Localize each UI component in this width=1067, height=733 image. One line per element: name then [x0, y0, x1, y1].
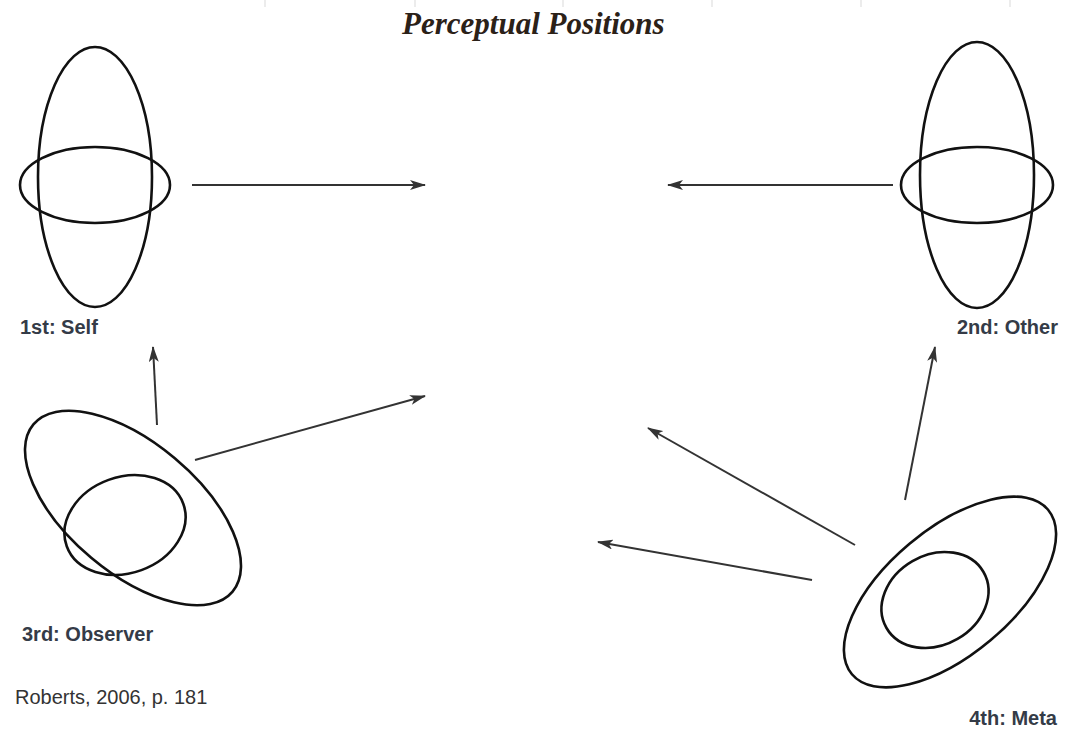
head-ellipse: [50, 459, 199, 592]
head-ellipse: [38, 47, 152, 307]
position-label: 2nd: Other: [957, 315, 1058, 339]
grid-ticks: [265, 0, 1010, 7]
gaze-arrow: [598, 542, 812, 580]
diagram-title: Perceptual Positions: [402, 6, 665, 42]
head-ellipse: [920, 42, 1034, 308]
position-label: 3rd: Observer: [22, 622, 153, 646]
gaze-arrow: [648, 428, 855, 545]
gaze-arrow: [192, 184, 425, 186]
head-figure: 1st: Self: [10, 40, 175, 345]
head-outline: [10, 40, 175, 315]
head-outline: [5, 400, 255, 650]
perspective-arrow: [153, 347, 157, 425]
gaze-arrow: [668, 184, 893, 186]
head-figure: 2nd: Other: [885, 35, 1060, 345]
head-ellipse: [901, 147, 1053, 223]
head-outline: [830, 470, 1062, 730]
source-caption: Roberts, 2006, p. 181: [15, 685, 207, 709]
gaze-arrow: [195, 396, 425, 460]
head-figure: 4th: Meta: [830, 500, 1062, 730]
head-ellipse: [811, 461, 1067, 722]
head-outline: [885, 35, 1060, 315]
head-ellipse: [20, 147, 170, 223]
position-label: 1st: Self: [20, 315, 98, 339]
perspective-arrow: [905, 347, 935, 500]
head-ellipse: [864, 533, 1006, 667]
head-ellipse: [0, 375, 274, 642]
position-label: 4th: Meta: [969, 706, 1057, 730]
head-figure: 3rd: Observer: [5, 425, 255, 650]
